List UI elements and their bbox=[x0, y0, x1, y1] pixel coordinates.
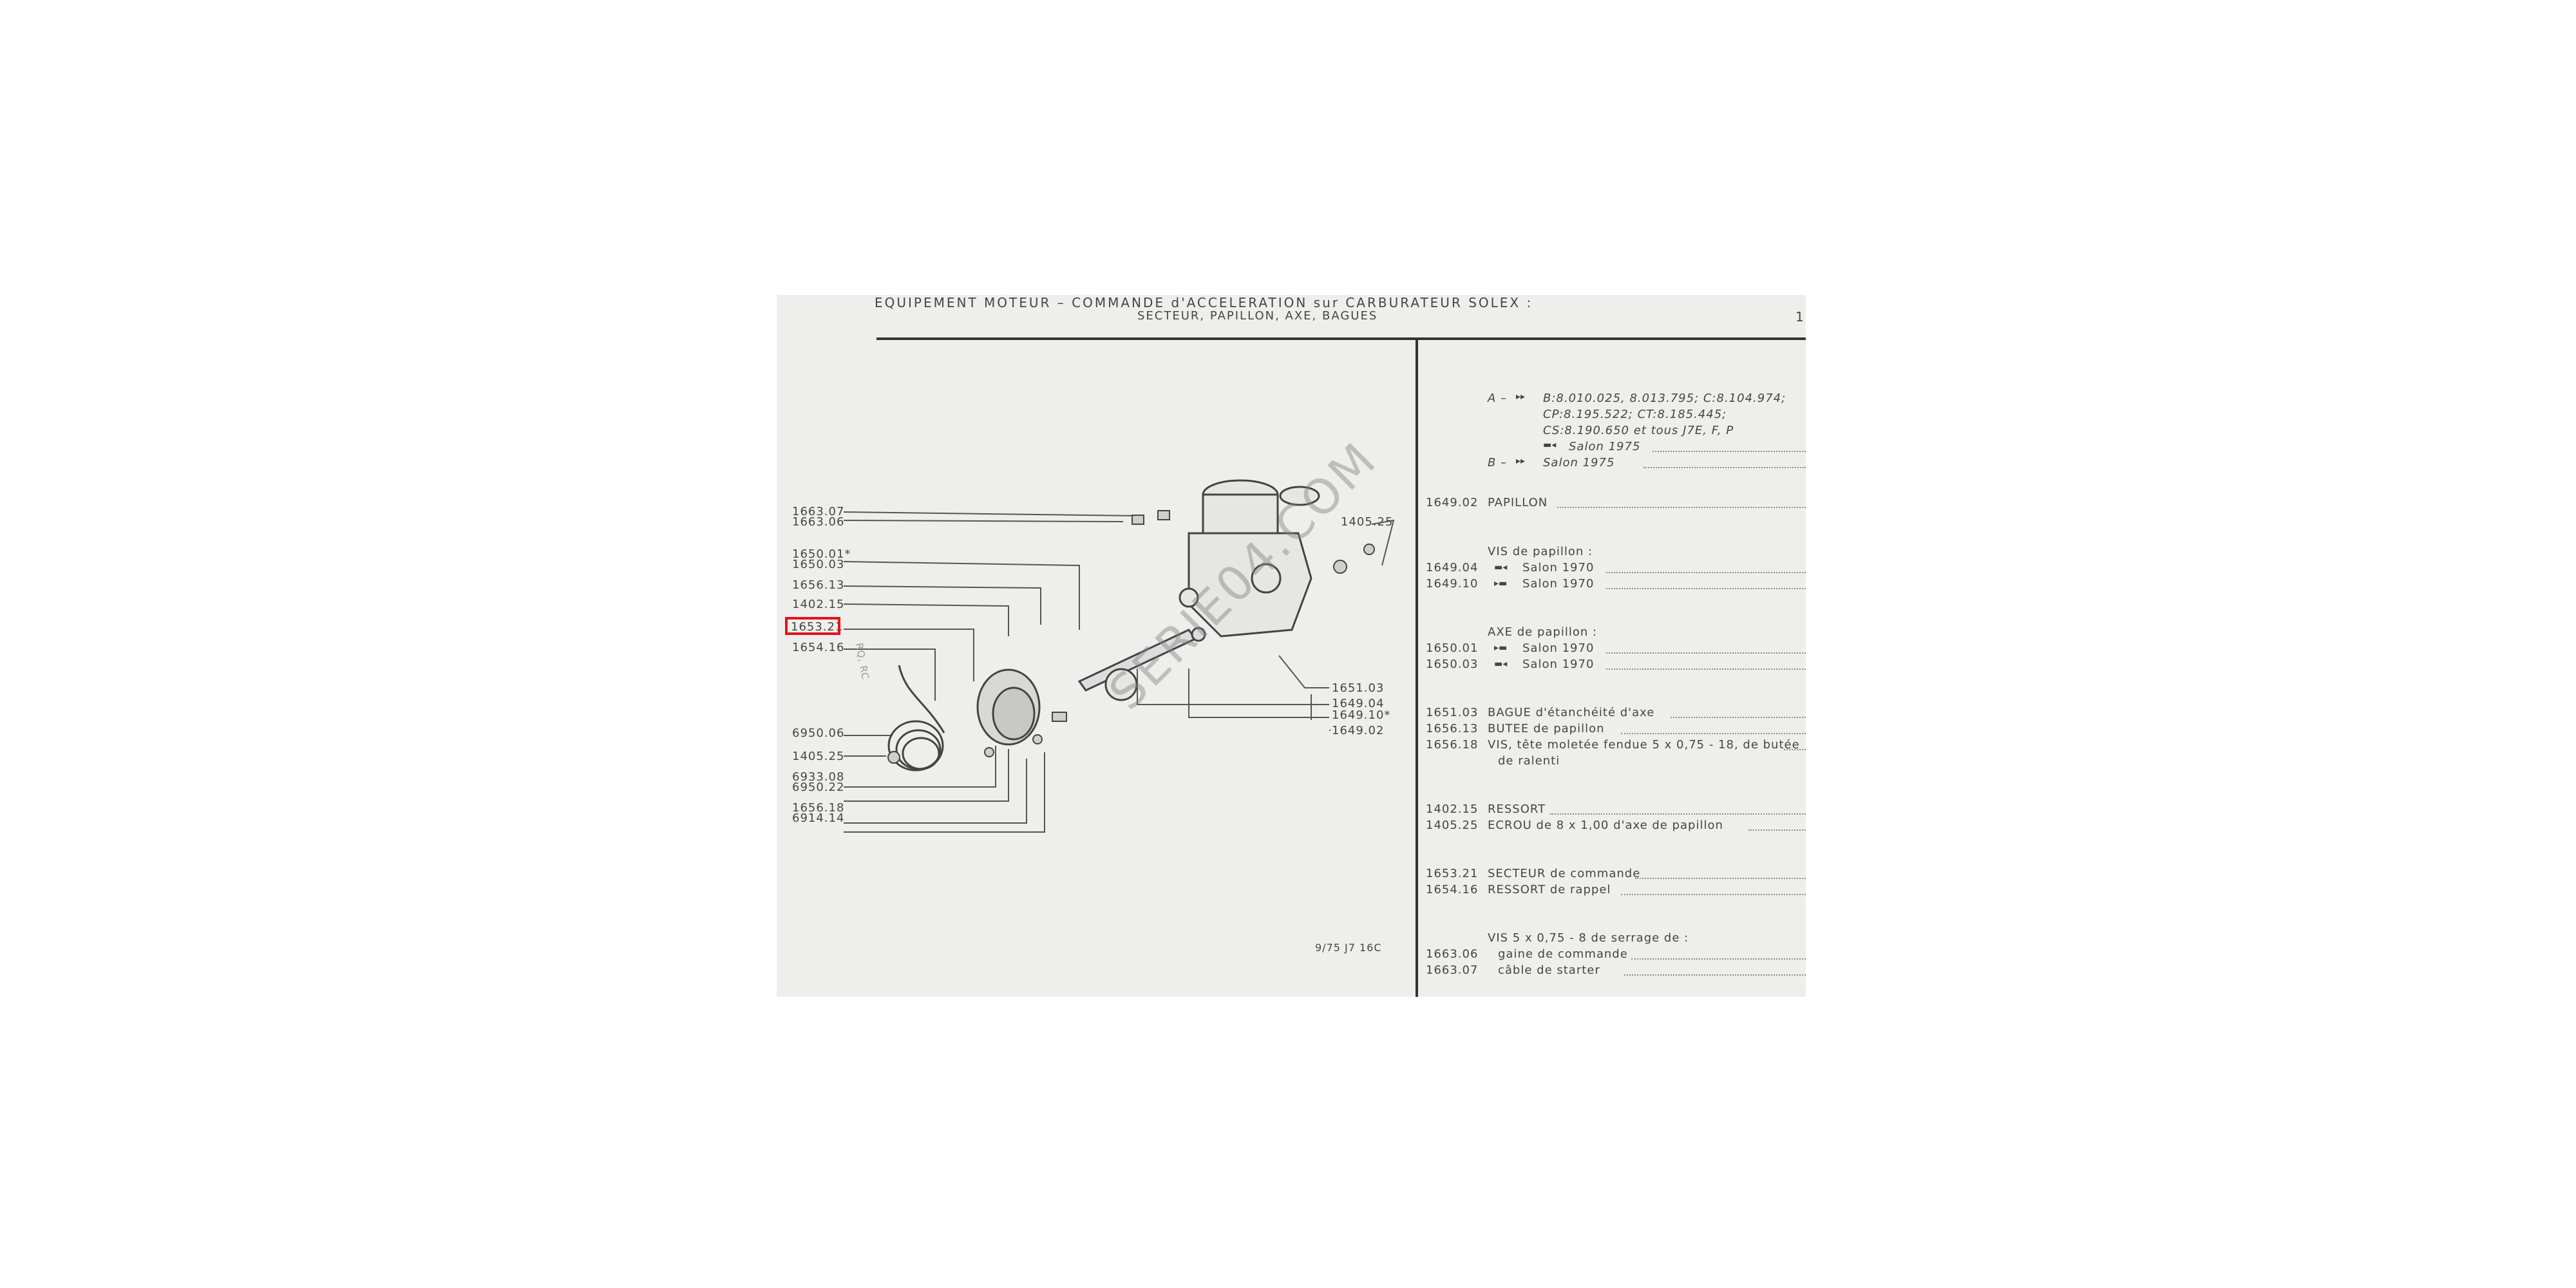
header-rule bbox=[876, 337, 1806, 340]
part-description: SECTEUR de commande bbox=[1488, 867, 1641, 880]
part-ref: 1654.16 bbox=[1426, 883, 1479, 896]
return-spring bbox=[887, 665, 945, 772]
dot-leader bbox=[1621, 733, 1806, 734]
callout-1405-25-right: 1405.25 bbox=[1341, 515, 1394, 529]
part-ref: 1653.21 bbox=[1426, 867, 1479, 880]
callout-1663-07: 1663.07 bbox=[792, 505, 845, 518]
part-description: Salon 1970 bbox=[1522, 561, 1595, 574]
arrow-icon: ▸▬ bbox=[1494, 643, 1508, 653]
callout-1651-03: 1651.03 bbox=[1332, 681, 1385, 695]
callout-1649-10: 1649.10* bbox=[1332, 708, 1391, 722]
part-ref: 1663.06 bbox=[1426, 947, 1479, 961]
arrow-icon: ▸▬ bbox=[1494, 578, 1508, 589]
part-ref: 1650.01 bbox=[1426, 641, 1479, 655]
part-ref: 1651.03 bbox=[1426, 706, 1479, 719]
part-description: PAPILLON bbox=[1488, 496, 1548, 509]
carburetor-body bbox=[1179, 479, 1320, 638]
part-ref: 1649.04 bbox=[1426, 561, 1479, 574]
throttle-shaft bbox=[1077, 627, 1206, 701]
callout-1649-02: 1649.02 bbox=[1332, 724, 1385, 737]
footer-code: 9/75 J7 16C bbox=[1315, 942, 1382, 954]
part-description: Salon 1970 bbox=[1522, 577, 1595, 591]
part-description: VIS, tête moletée fendue 5 x 0,75 - 18, … bbox=[1488, 738, 1800, 752]
highlight-box bbox=[785, 617, 840, 635]
dot-leader bbox=[1635, 878, 1806, 879]
page-header-line1: EQUIPEMENT MOTEUR – COMMANDE d'ACCELERAT… bbox=[875, 295, 1533, 310]
part-description: VIS 5 x 0,75 - 8 de serrage de : bbox=[1488, 931, 1689, 945]
dot-leader bbox=[1784, 749, 1806, 750]
part-description: de ralenti bbox=[1498, 754, 1560, 768]
arrow-icon: ▬◂ bbox=[1543, 440, 1557, 450]
dot-leader bbox=[1621, 894, 1806, 895]
callout-6950-22: 6950.22 bbox=[792, 781, 845, 794]
part-description: gaine de commande bbox=[1498, 947, 1628, 961]
part-description: BAGUE d'étanchéité d'axe bbox=[1488, 706, 1655, 719]
callout-1650-01: 1650.01* bbox=[792, 547, 851, 561]
callout-1653-21: 1653.21 bbox=[791, 620, 844, 634]
parts-catalog-page: EQUIPEMENT MOTEUR – COMMANDE d'ACCELERAT… bbox=[777, 295, 1806, 997]
callout-1656-18: 1656.18 bbox=[792, 801, 845, 815]
callout-1663-06: 1663.06 bbox=[792, 515, 845, 529]
part-ref: 1649.02 bbox=[1426, 496, 1479, 509]
callout-1654-16: 1654.16 bbox=[792, 641, 845, 654]
callout-6933-08: 6933.08 bbox=[792, 770, 845, 784]
page-number: 1 bbox=[1795, 309, 1806, 325]
intro-a-line4: Salon 1975 bbox=[1569, 440, 1641, 453]
part-ref: 1405.25 bbox=[1426, 819, 1479, 832]
part-description: BUTEE de papillon bbox=[1488, 722, 1605, 735]
callout-1650-03: 1650.03 bbox=[792, 558, 845, 571]
callout-1405-25: 1405.25 bbox=[792, 750, 845, 763]
part-description: câble de starter bbox=[1498, 963, 1600, 977]
dot-leader bbox=[1671, 717, 1806, 718]
intro-a-line3: CS:8.190.650 et tous J7E, F, P bbox=[1543, 424, 1734, 437]
part-ref: 1663.07 bbox=[1426, 963, 1479, 977]
part-description: RESSORT de rappel bbox=[1488, 883, 1611, 896]
exploded-diagram bbox=[843, 479, 1395, 833]
part-description: AXE de papillon : bbox=[1488, 625, 1598, 639]
callout-6950-06: 6950.06 bbox=[792, 726, 845, 740]
column-divider bbox=[1416, 339, 1418, 997]
part-description: Salon 1970 bbox=[1522, 658, 1595, 671]
callout-1656-13: 1656.13 bbox=[792, 578, 845, 592]
dot-leader bbox=[1606, 572, 1806, 573]
part-description: Salon 1970 bbox=[1522, 641, 1595, 655]
part-description: ECROU de 8 x 1,00 d'axe de papillon bbox=[1488, 819, 1723, 832]
control-sector bbox=[976, 668, 1041, 746]
dot-leader bbox=[1624, 974, 1806, 976]
dot-leader bbox=[1606, 668, 1806, 670]
part-ref: 1656.18 bbox=[1426, 738, 1479, 752]
arrow-icon: ▸▸ bbox=[1516, 456, 1526, 466]
arrow-icon: ▬◂ bbox=[1494, 562, 1508, 573]
part-ref: 1402.15 bbox=[1426, 802, 1479, 816]
dot-leader bbox=[1557, 507, 1806, 508]
intro-a-line1: B:8.010.025, 8.013.795; C:8.104.974; bbox=[1543, 392, 1786, 405]
dot-leader bbox=[1631, 958, 1806, 960]
callout-1649-04: 1649.04 bbox=[1332, 697, 1385, 710]
dot-leader bbox=[1748, 829, 1806, 831]
dot-leader bbox=[1606, 588, 1806, 589]
dot-leader bbox=[1606, 652, 1806, 654]
intro-a-line2: CP:8.195.522; CT:8.185.445; bbox=[1543, 408, 1727, 421]
intro-b-label: B – bbox=[1488, 456, 1508, 469]
callout-1402-15: 1402.15 bbox=[792, 598, 845, 611]
part-description: VIS de papillon : bbox=[1488, 545, 1593, 558]
part-ref: 1650.03 bbox=[1426, 658, 1479, 671]
arrow-icon: ▸▸ bbox=[1516, 392, 1526, 402]
part-ref: 1656.13 bbox=[1426, 722, 1479, 735]
page-header-line2: SECTEUR, PAPILLON, AXE, BAGUES bbox=[1137, 309, 1378, 323]
small-hardware bbox=[887, 510, 1375, 764]
part-description: RESSORT bbox=[1488, 802, 1546, 816]
dot-leader bbox=[1550, 813, 1806, 815]
arrow-icon: ▬◂ bbox=[1494, 659, 1508, 669]
part-ref: 1649.10 bbox=[1426, 577, 1479, 591]
callout-6914-14: 6914.14 bbox=[792, 811, 845, 825]
leader-lines bbox=[843, 511, 1395, 833]
intro-b-line: Salon 1975 bbox=[1543, 456, 1615, 469]
intro-a-label: A – bbox=[1488, 392, 1508, 405]
